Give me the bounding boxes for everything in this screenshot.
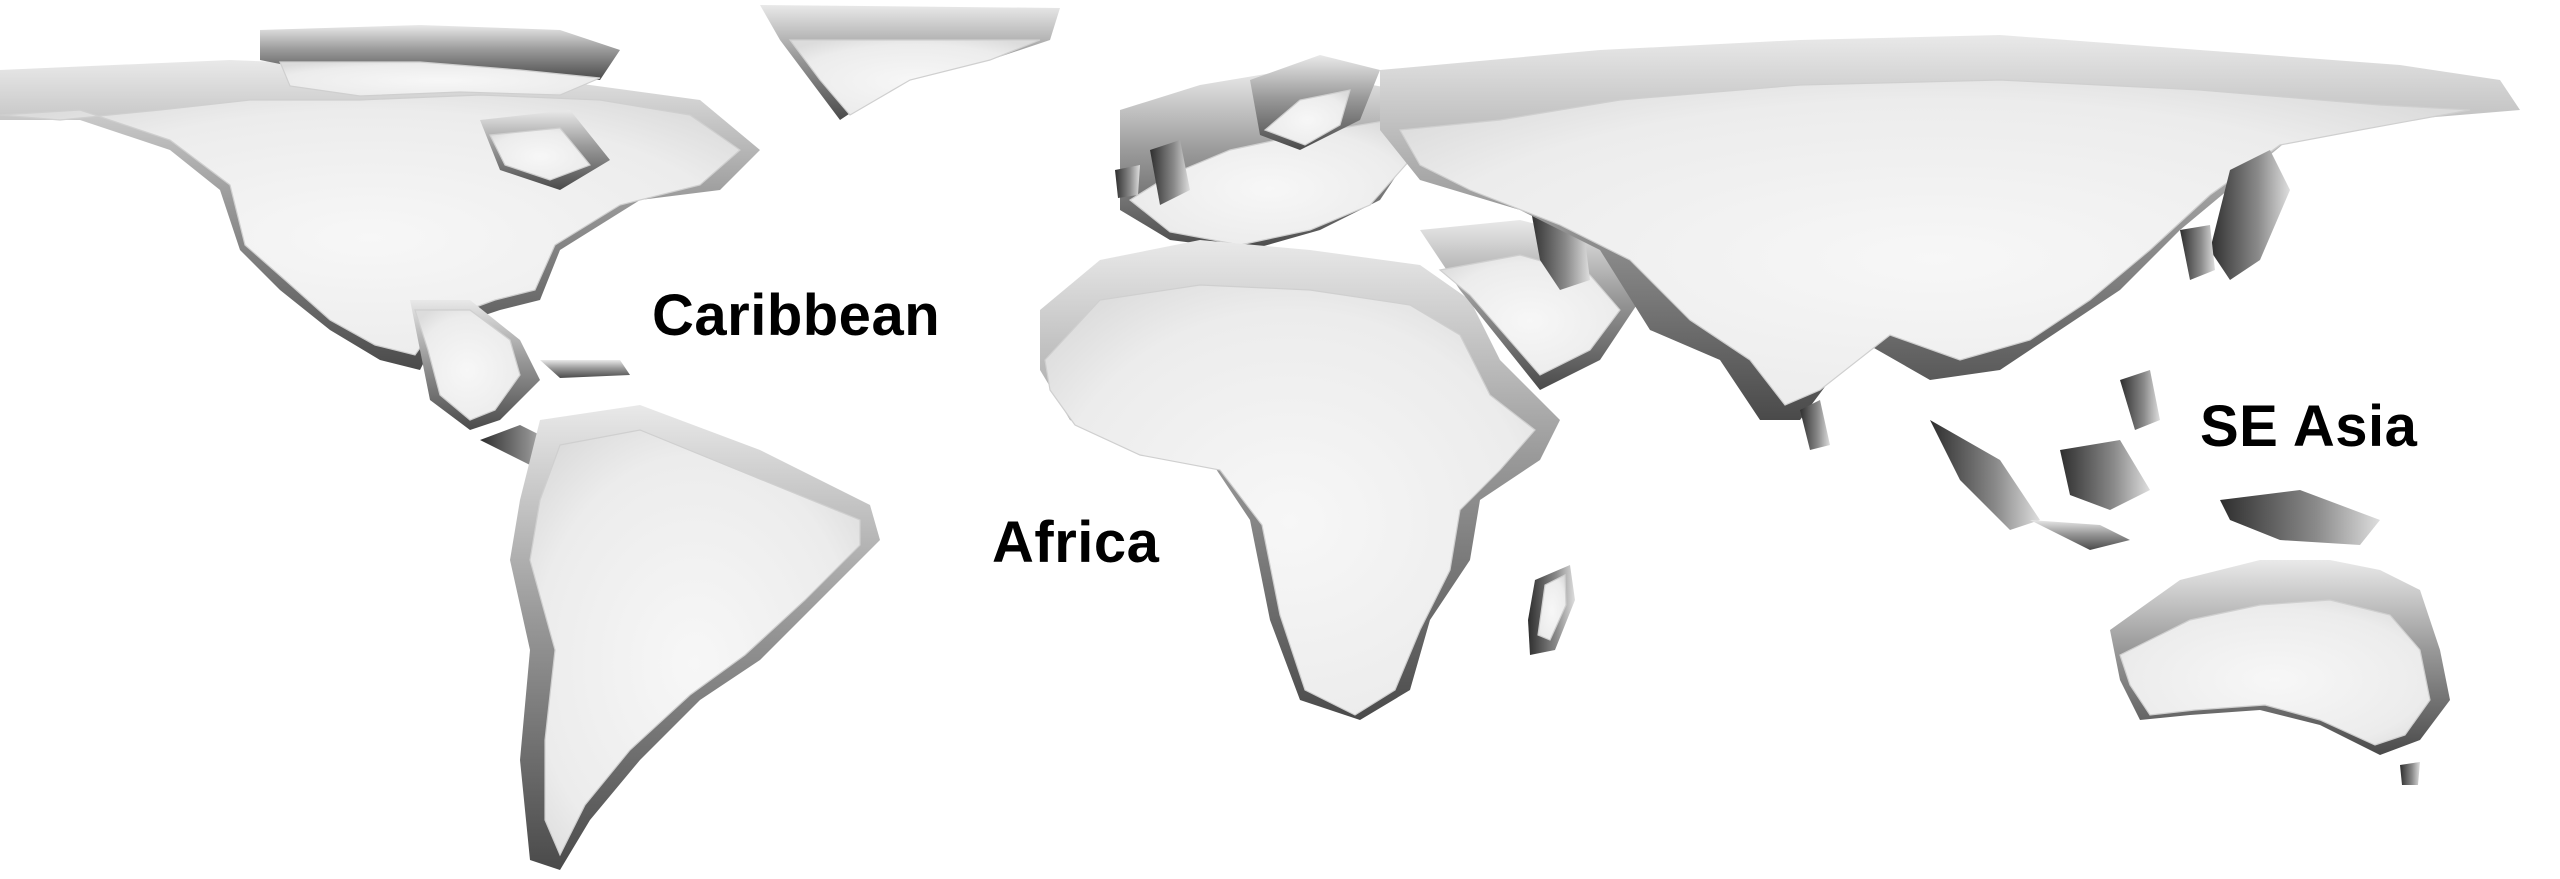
middle-east-landmass: [1420, 200, 1640, 390]
europe-landmass: [1115, 55, 1420, 250]
south-america-landmass: [510, 405, 880, 870]
north-america-landmass: [0, 5, 1060, 370]
se-asia-islands: [1930, 370, 2380, 550]
australia-landmass: [2110, 560, 2450, 785]
region-label-africa: Africa: [992, 510, 1160, 575]
region-label-se-asia: SE Asia: [2200, 394, 2418, 459]
region-label-caribbean: Caribbean: [652, 283, 941, 348]
asia-landmass: [1380, 35, 2520, 450]
africa-landmass: [1040, 240, 1575, 720]
